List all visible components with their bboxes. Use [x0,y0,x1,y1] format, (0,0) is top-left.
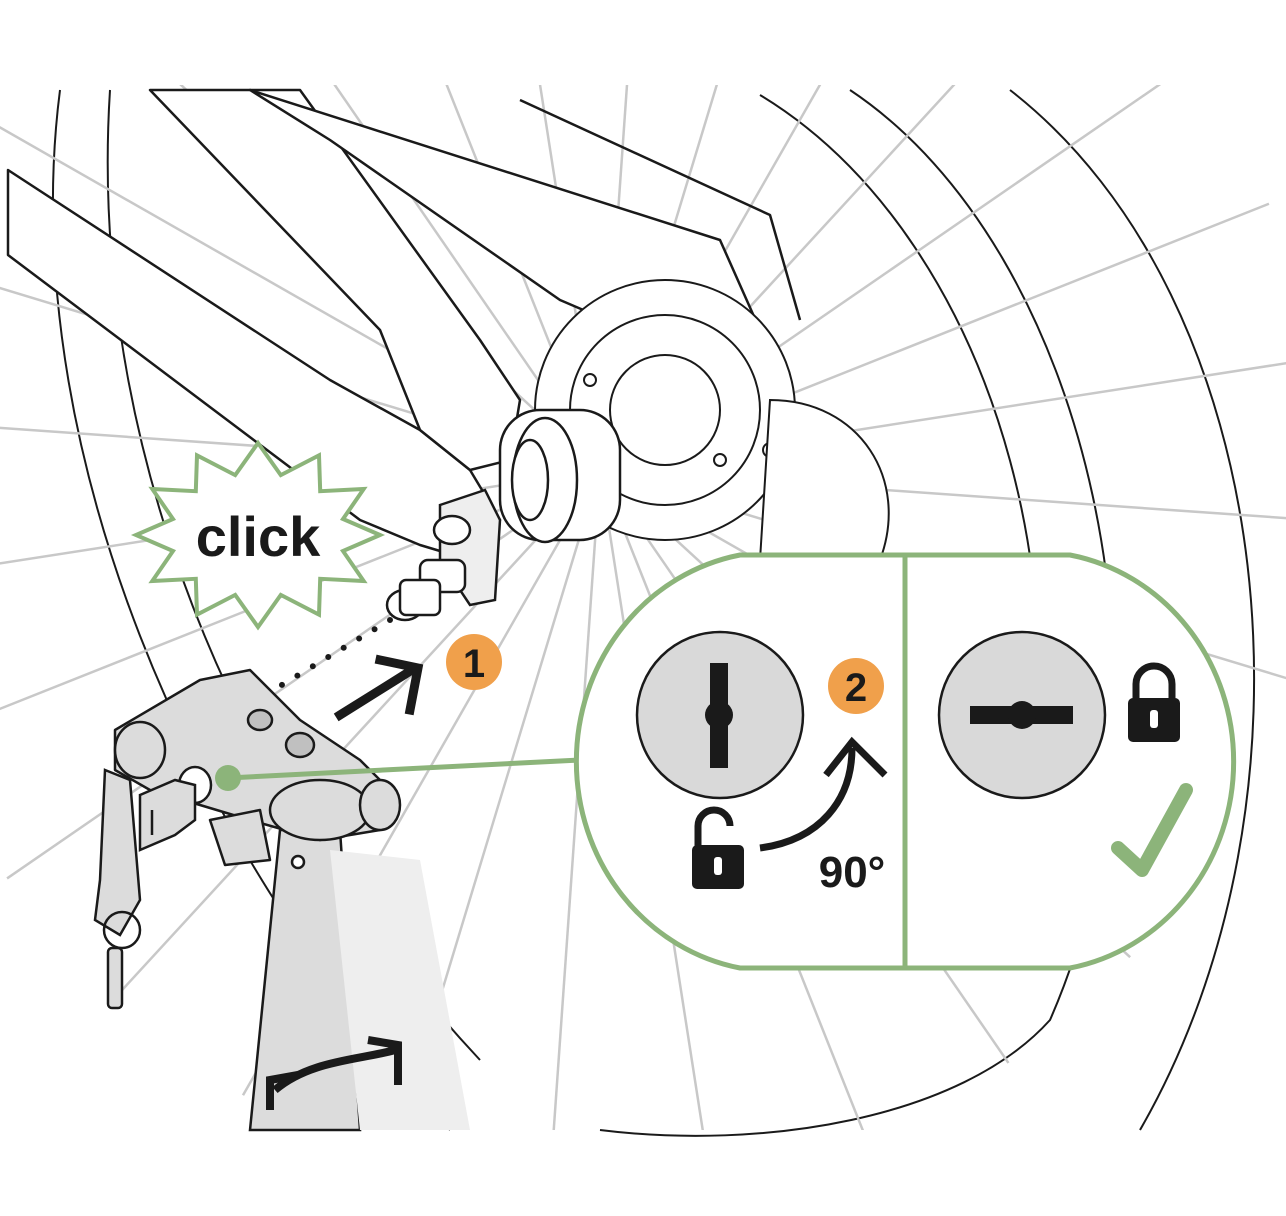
step-1-number: 1 [463,642,485,686]
step-2-number: 2 [845,666,867,710]
rotation-angle-label: 90° [819,848,886,897]
safety-strap [93,768,142,1010]
motor-housing [758,398,890,561]
step-1-badge: 1 [446,634,502,690]
rotate-arrow-icon [266,1036,402,1110]
spoke [552,529,598,1130]
key-lock-pointer [215,757,581,791]
unlocked-state: 2 90° [635,630,888,897]
turn-arrow-icon [759,736,888,852]
insertion-path [262,617,393,698]
locked-state [937,630,1193,877]
checkmark-icon [1111,783,1193,877]
hub-axle [498,408,622,544]
padlock-closed-icon [1128,662,1180,742]
click-burst: click [130,439,386,631]
step-2-badge: 2 [828,658,884,714]
push-arrow-icon [333,654,424,722]
spoke [445,85,579,415]
key-icon [138,778,197,852]
padlock-open-icon [692,806,744,889]
click-label: click [196,505,321,568]
axle-coupling-pin [385,488,502,622]
